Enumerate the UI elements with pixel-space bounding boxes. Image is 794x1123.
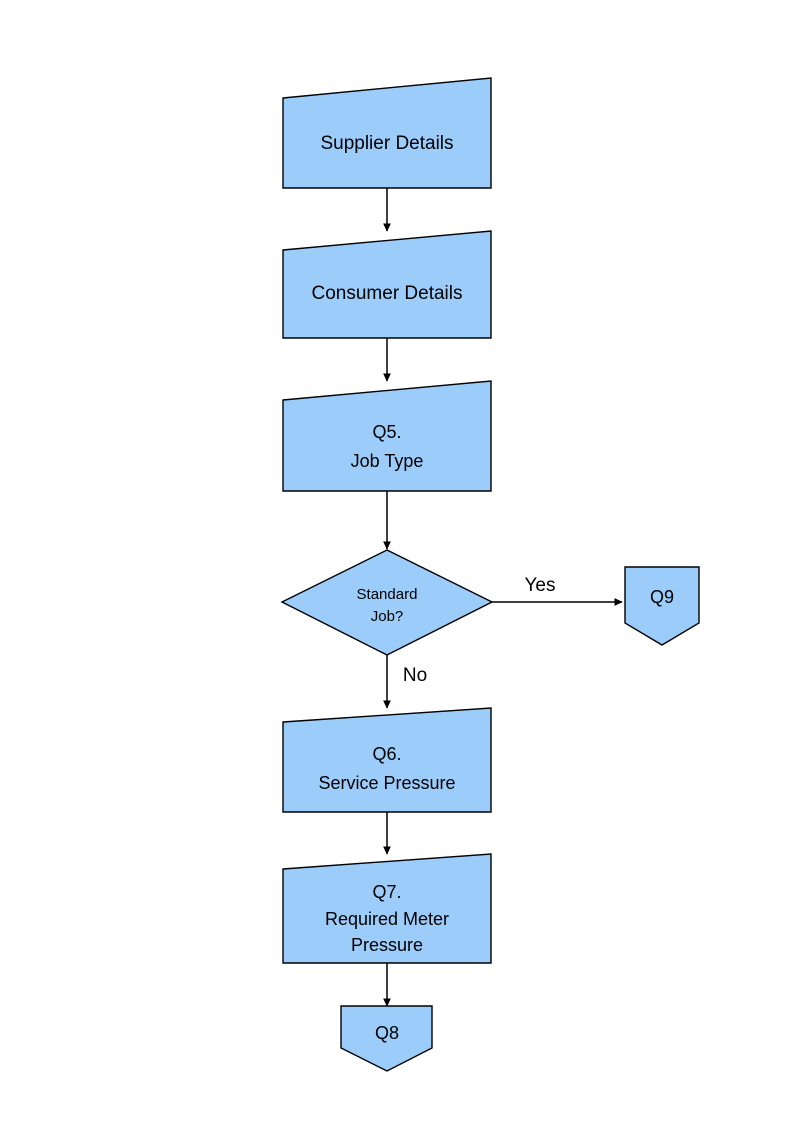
node-q7-required-meter-pressure-label-line2: Required Meter bbox=[325, 909, 449, 929]
node-q7-required-meter-pressure-label-line1: Q7. bbox=[372, 882, 401, 902]
node-q7-required-meter-pressure-label-line3: Pressure bbox=[351, 935, 423, 955]
node-standard-job-decision[interactable]: Standard Job? bbox=[280, 549, 494, 656]
edge-label-yes: Yes bbox=[525, 575, 556, 596]
node-q9-shape[interactable] bbox=[624, 566, 700, 646]
node-q8-shape[interactable] bbox=[340, 1005, 433, 1072]
node-supplier-details-shape[interactable] bbox=[282, 77, 492, 189]
node-q9-label: Q9 bbox=[650, 587, 674, 607]
node-standard-job-decision-shape[interactable] bbox=[280, 549, 494, 656]
node-q7-required-meter-pressure[interactable]: Q7. Required Meter Pressure bbox=[282, 853, 492, 964]
node-consumer-details-shape[interactable] bbox=[282, 230, 492, 339]
node-q5-job-type-label-line2: Job Type bbox=[351, 451, 424, 471]
node-supplier-details-label: Supplier Details bbox=[320, 133, 453, 154]
connectors-layer bbox=[383, 188, 623, 1007]
node-q6-service-pressure-label-line2: Service Pressure bbox=[318, 773, 455, 793]
node-consumer-details-label: Consumer Details bbox=[312, 283, 463, 304]
node-q8-label: Q8 bbox=[375, 1023, 399, 1043]
node-q5-job-type-shape[interactable] bbox=[282, 380, 492, 492]
node-q7-required-meter-pressure-shape[interactable] bbox=[282, 853, 492, 964]
node-q6-service-pressure-shape[interactable] bbox=[282, 707, 492, 813]
node-q6-service-pressure-label-line1: Q6. bbox=[372, 744, 401, 764]
node-supplier-details[interactable]: Supplier Details bbox=[282, 77, 492, 189]
edge-label-no: No bbox=[403, 665, 427, 686]
node-q8[interactable]: Q8 bbox=[340, 1005, 433, 1072]
node-consumer-details[interactable]: Consumer Details bbox=[282, 230, 492, 339]
node-q5-job-type[interactable]: Q5. Job Type bbox=[282, 380, 492, 492]
node-q5-job-type-label-line1: Q5. bbox=[372, 422, 401, 442]
node-q6-service-pressure[interactable]: Q6. Service Pressure bbox=[282, 707, 492, 813]
node-standard-job-decision-label-line2: Job? bbox=[371, 608, 404, 625]
node-standard-job-decision-label-line1: Standard bbox=[357, 586, 418, 603]
node-q9[interactable]: Q9 bbox=[624, 566, 700, 646]
